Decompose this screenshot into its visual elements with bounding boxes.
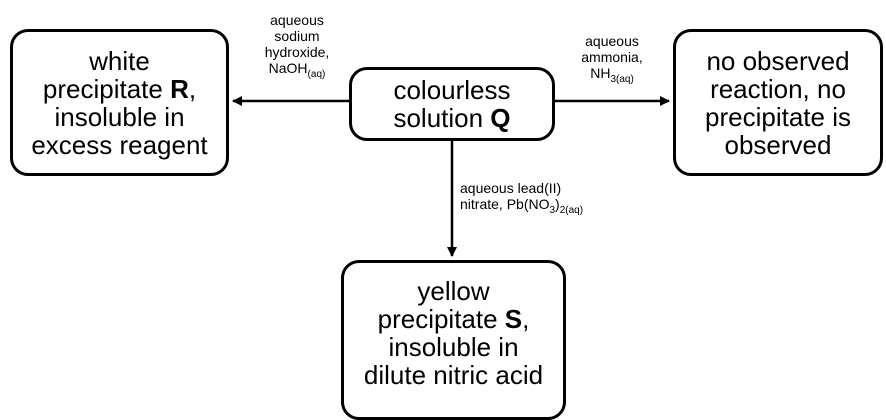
nh3-formula: NH xyxy=(590,65,611,81)
nh3-line2: ammonia, xyxy=(581,49,643,65)
box-s-line1: yellow xyxy=(417,276,490,306)
box-no-line2: reaction, no xyxy=(710,73,846,104)
box-r-line2-tail: , xyxy=(188,73,197,104)
box-r-label-r: R xyxy=(170,73,189,104)
white-precipitate-r-box: white precipitate R, insoluble in excess… xyxy=(10,29,229,176)
no-reaction-box: no observed reaction, no precipitate is … xyxy=(673,29,883,176)
box-r-line4: excess reagent xyxy=(31,129,208,160)
box-no-line4: observed xyxy=(724,129,832,160)
box-r-line3: insoluble in xyxy=(54,101,185,132)
box-s-line2: precipitate S, xyxy=(378,305,530,333)
nh3-formula-line: NH3(aq) xyxy=(562,65,662,84)
box-r-line1: white xyxy=(89,45,150,76)
box-r-line2: precipitate R, xyxy=(43,75,196,103)
naoh-formula-line: NaOH(aq) xyxy=(246,60,348,79)
box-s-line2-tail: , xyxy=(522,304,530,334)
naoh-line1: aqueous xyxy=(270,12,324,28)
box-q-line2-text: solution xyxy=(393,103,491,133)
naoh-line3: hydroxide, xyxy=(264,44,330,60)
box-s-line3: insoluble in xyxy=(388,332,519,362)
box-q-line1: colourless xyxy=(393,75,511,105)
reagent-label-naoh: aqueous sodium hydroxide, NaOH(aq) xyxy=(246,12,348,79)
box-r-line2-text: precipitate xyxy=(42,73,171,104)
pb-line1: aqueous lead(II) xyxy=(460,180,562,196)
naoh-line2: sodium xyxy=(274,28,320,44)
box-s-label-s: S xyxy=(504,304,523,334)
reagent-label-ammonia: aqueous ammonia, NH3(aq) xyxy=(562,33,662,84)
pb-formula-line: nitrate, Pb(NO3)2(aq) xyxy=(460,196,630,215)
pb-formula-mid: ) xyxy=(555,196,560,212)
nh3-sub: 3(aq) xyxy=(610,73,634,85)
box-s-line2-text: precipitate xyxy=(377,304,505,334)
box-s-line4: dilute nitric acid xyxy=(363,360,544,390)
naoh-formula: NaOH xyxy=(268,60,308,76)
pb-sub2: 2(aq) xyxy=(559,204,584,216)
box-q-line2: solution Q xyxy=(393,104,510,132)
pb-formula-prefix: nitrate, Pb(NO xyxy=(460,196,550,212)
reagent-label-lead-nitrate: aqueous lead(II) nitrate, Pb(NO3)2(aq) xyxy=(460,180,630,215)
yellow-precipitate-s-box: yellow precipitate S, insoluble in dilut… xyxy=(341,260,566,420)
box-no-line3: precipitate is xyxy=(705,101,851,132)
naoh-state: (aq) xyxy=(307,68,326,80)
pb-sub1: 3 xyxy=(549,204,556,216)
box-no-line1: no observed xyxy=(706,45,850,76)
colourless-solution-q-box: colourless solution Q xyxy=(349,67,555,141)
nh3-line1: aqueous xyxy=(585,33,639,49)
box-q-label-q: Q xyxy=(490,103,511,133)
